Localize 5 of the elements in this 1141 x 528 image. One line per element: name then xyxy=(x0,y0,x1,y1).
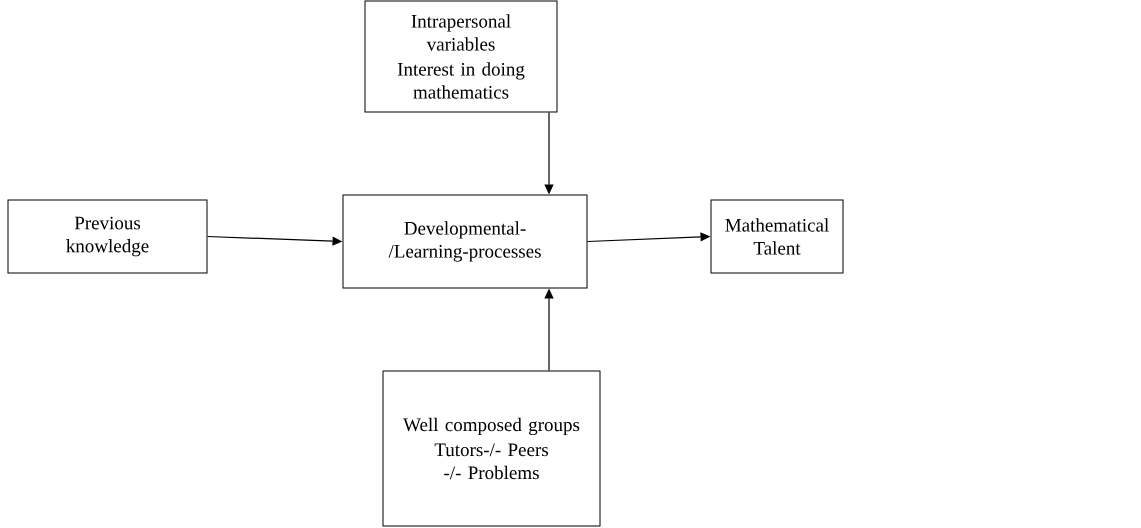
process-box: Intrapersonal variables Interest in doing mathematics xyxy=(364,0,558,113)
process-box: Previous knowledge xyxy=(7,199,208,274)
process-box: Well composed groups Tutors-/- Peers -/- Problems xyxy=(382,370,601,527)
process-box: Developmental-/Learning-processes xyxy=(342,194,588,289)
process-box: Mathematical Talent xyxy=(710,199,844,274)
